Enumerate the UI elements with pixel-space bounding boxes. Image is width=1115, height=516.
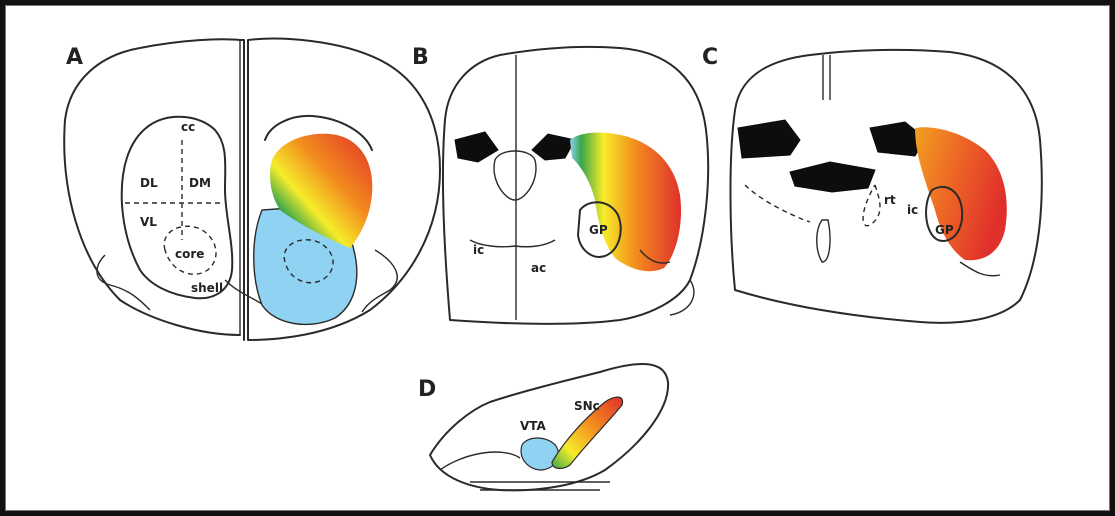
panel-a-brain-outline — [64, 39, 440, 340]
panel-a: A cc DL DM VL core shell — [64, 39, 440, 340]
panel-d-brainstem-outline — [430, 364, 668, 490]
panel-b-gradient-region — [570, 133, 681, 272]
label-b-ac: ac — [531, 261, 546, 275]
panel-d-left-line — [440, 452, 520, 470]
label-c-rt: rt — [884, 193, 896, 207]
panel-b-ventricle-left — [455, 132, 498, 162]
label-b-gp: GP — [589, 223, 608, 237]
panel-c-aqueduct — [817, 220, 830, 262]
label-core: core — [175, 247, 204, 261]
panel-d: D VTA SNc — [418, 364, 668, 490]
panel-a-left-striatum — [122, 117, 233, 298]
label-c-ic: ic — [907, 203, 918, 217]
label-vta: VTA — [520, 419, 547, 433]
panel-b: B GP ic ac — [412, 45, 708, 324]
label-b-ic: ic — [473, 243, 484, 257]
panel-c-region-edge — [960, 262, 1000, 276]
panel-b-ventricle-right — [532, 134, 575, 160]
panel-c: C rt ic GP — [702, 45, 1042, 323]
panel-c-letter: C — [702, 45, 718, 70]
label-cc: cc — [181, 120, 195, 134]
label-snc: SNc — [574, 399, 600, 413]
panel-c-rt-left — [745, 185, 810, 222]
panel-c-rt-right — [863, 185, 880, 226]
panel-a-letter: A — [66, 45, 83, 70]
panel-b-septum — [494, 151, 536, 200]
panel-b-letter: B — [412, 45, 429, 70]
panel-c-ventricle-left — [738, 120, 800, 158]
label-shell: shell — [191, 281, 223, 295]
panel-c-third-ventricle — [790, 162, 875, 192]
label-c-gp: GP — [935, 223, 954, 237]
panel-d-letter: D — [418, 377, 436, 402]
panel-c-midline — [823, 55, 830, 100]
label-dm: DM — [189, 176, 211, 190]
label-vl: VL — [140, 215, 157, 229]
label-dl: DL — [140, 176, 158, 190]
panel-a-bottom-edge — [120, 300, 240, 335]
